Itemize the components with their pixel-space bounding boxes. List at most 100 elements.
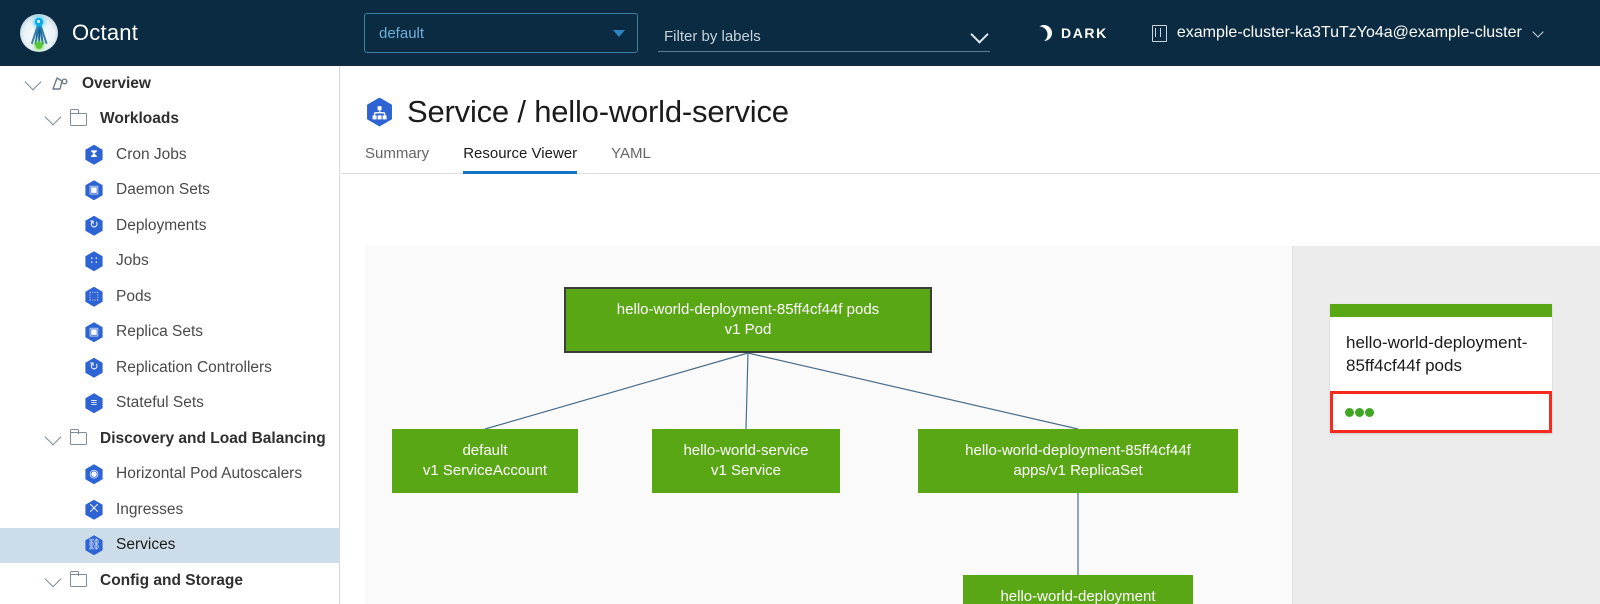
folder-icon: [69, 109, 87, 126]
chevron-down-icon[interactable]: [16, 73, 50, 91]
replication-controllers-icon: ↻: [84, 357, 104, 378]
sidebar-item-deployments[interactable]: ↻ Deployments: [0, 208, 339, 244]
graph-node-name: hello-world-service: [683, 442, 809, 459]
graph-node-kind: v1 ServiceAccount: [422, 462, 548, 479]
sidebar-item-label: Cron Jobs: [116, 145, 187, 163]
graph-node-kind: v1 Service: [710, 462, 782, 479]
stateful-sets-icon: ≡: [84, 393, 104, 414]
sidebar-item-label: Jobs: [116, 252, 149, 270]
sidebar-item-label: Stateful Sets: [116, 394, 204, 412]
detail-card-status[interactable]: [1330, 391, 1552, 433]
namespace-value: default: [379, 24, 425, 42]
graph-edge: [747, 352, 1079, 430]
graph-node-kind: v1 Pod: [724, 321, 772, 338]
page-title-text: Service / hello-world-service: [407, 94, 789, 129]
sidebar-item-label: Replica Sets: [116, 323, 204, 341]
graph-node-service[interactable]: hello-world-service v1 Service: [652, 429, 840, 493]
sidebar-item-stateful-sets[interactable]: ≡ Stateful Sets: [0, 386, 339, 422]
daemon-sets-icon: ▣: [84, 180, 104, 201]
cluster-icon: [1151, 24, 1167, 42]
cron-jobs-icon: ⧗: [84, 144, 104, 165]
page-title: Service / hello-world-service: [341, 66, 1600, 130]
graph-edge: [745, 352, 749, 430]
sidebar-item-overview[interactable]: Overview: [0, 66, 339, 102]
label-filter-placeholder: Filter by labels: [664, 28, 761, 45]
graph-node-name: hello-world-deployment-85ff4cf44f: [965, 442, 1191, 459]
detail-card-title: hello-world-deployment-85ff4cf44f pods: [1346, 333, 1528, 375]
tab-yaml[interactable]: YAML: [611, 145, 651, 162]
sidebar-item-replication-controllers[interactable]: ↻ Replication Controllers: [0, 350, 339, 386]
status-dot: [1365, 407, 1374, 417]
moon-icon: [1036, 25, 1052, 41]
deployments-icon: ↻: [84, 215, 104, 236]
folder-icon: [69, 428, 87, 446]
label-filter-input[interactable]: Filter by labels: [658, 14, 990, 52]
service-icon: [365, 97, 394, 127]
brand[interactable]: Octant: [0, 14, 340, 52]
graph-node-sa[interactable]: default v1 ServiceAccount: [392, 429, 578, 493]
tab-summary[interactable]: Summary: [365, 145, 430, 162]
chevron-down-icon[interactable]: [1532, 25, 1544, 38]
sidebar-item-label: Overview: [82, 74, 151, 92]
tab-resource-viewer[interactable]: Resource Viewer: [463, 145, 578, 174]
sidebar-item-label: Pods: [116, 287, 152, 305]
resource-graph: hello-world-deployment-85ff4cf44f pods v1…: [365, 246, 1292, 604]
graph-node-replicaset[interactable]: hello-world-deployment-85ff4cf44f apps/v1…: [918, 429, 1238, 493]
chevron-down-icon[interactable]: [36, 428, 70, 446]
sidebar-item-label: Horizontal Pod Autoscalers: [116, 465, 303, 483]
top-header: Octant default Filter by labels DARK exa…: [0, 0, 1600, 66]
detail-card[interactable]: hello-world-deployment-85ff4cf44f pods: [1330, 304, 1552, 433]
chevron-down-icon[interactable]: [36, 570, 70, 588]
sidebar-item-horizontal-pod-autoscalers[interactable]: ◉ Horizontal Pod Autoscalers: [0, 457, 339, 493]
theme-toggle[interactable]: DARK: [1036, 25, 1108, 41]
folder-icon: [69, 570, 87, 588]
sidebar-item-label: Daemon Sets: [116, 181, 210, 199]
graph-node-name: default: [462, 442, 508, 459]
main-content: Service / hello-world-service Summary Re…: [341, 66, 1600, 604]
brand-name: Octant: [72, 20, 139, 45]
graph-node-name: hello-world-deployment-85ff4cf44f pods: [616, 301, 880, 318]
graph-node-name: hello-world-deployment: [1000, 588, 1156, 604]
sidebar-item-daemon-sets[interactable]: ▣ Daemon Sets: [0, 173, 339, 209]
detail-card-accent-bar: [1330, 304, 1552, 317]
overview-icon: [50, 75, 70, 93]
caret-down-icon: [613, 29, 625, 37]
sidebar-item-label: Replication Controllers: [116, 358, 272, 376]
sidebar-item-pods[interactable]: ⬚ Pods: [0, 279, 339, 315]
theme-toggle-label: DARK: [1061, 25, 1108, 41]
resource-viewer: hello-world-deployment-85ff4cf44f pods v1…: [365, 246, 1600, 604]
sidebar-item-label: Workloads: [100, 110, 179, 128]
sidebar-item-label: Services: [116, 536, 176, 554]
sidebar-item-config-and-storage[interactable]: Config and Storage: [0, 563, 339, 599]
hpa-icon: ◉: [84, 464, 104, 485]
sidebar-item-replica-sets[interactable]: ▣Replica Sets: [0, 315, 339, 351]
ingresses-icon: ⨉: [84, 499, 104, 520]
graph-node-pod[interactable]: hello-world-deployment-85ff4cf44f pods v1…: [564, 287, 932, 353]
services-icon: ⛓: [84, 535, 104, 556]
detail-side-panel: hello-world-deployment-85ff4cf44f pods: [1292, 246, 1600, 604]
sidebar-item-label: Ingresses: [116, 500, 184, 518]
graph-node-kind: apps/v1 ReplicaSet: [1013, 462, 1143, 479]
status-dot: [1355, 407, 1364, 417]
pods-icon: ⬚: [84, 286, 104, 307]
cluster-selector[interactable]: example-cluster-ka3TuTzYo4a@example-clus…: [1151, 24, 1544, 42]
chevron-down-icon[interactable]: [36, 108, 70, 126]
octant-logo-icon: [20, 14, 58, 52]
graph-node-deployment[interactable]: hello-world-deploymentapps/v1 Deployment: [963, 575, 1193, 604]
sidebar-item-workloads[interactable]: Workloads: [0, 102, 339, 138]
cluster-name: example-cluster-ka3TuTzYo4a@example-clus…: [1176, 24, 1522, 41]
namespace-select[interactable]: default: [364, 13, 638, 53]
sidebar-item-jobs[interactable]: ∷ Jobs: [0, 244, 339, 280]
sidebar-item-cron-jobs[interactable]: ⧗ Cron Jobs: [0, 137, 339, 173]
sidebar-item-services[interactable]: ⛓ Services: [0, 527, 339, 563]
graph-edge: [484, 352, 749, 430]
chevron-down-icon[interactable]: [970, 25, 989, 44]
sidebar-item-discovery-and-load-balancing[interactable]: Discovery and Load Balancing: [0, 421, 339, 457]
jobs-icon: ∷: [84, 251, 104, 272]
sidebar-item-label: Deployments: [116, 216, 207, 234]
tab-bar: Summary Resource Viewer YAML: [341, 130, 1600, 174]
sidebar-item-ingresses[interactable]: ⨉ Ingresses: [0, 492, 339, 528]
sidebar-item-label: Discovery and Load Balancing: [100, 429, 326, 447]
